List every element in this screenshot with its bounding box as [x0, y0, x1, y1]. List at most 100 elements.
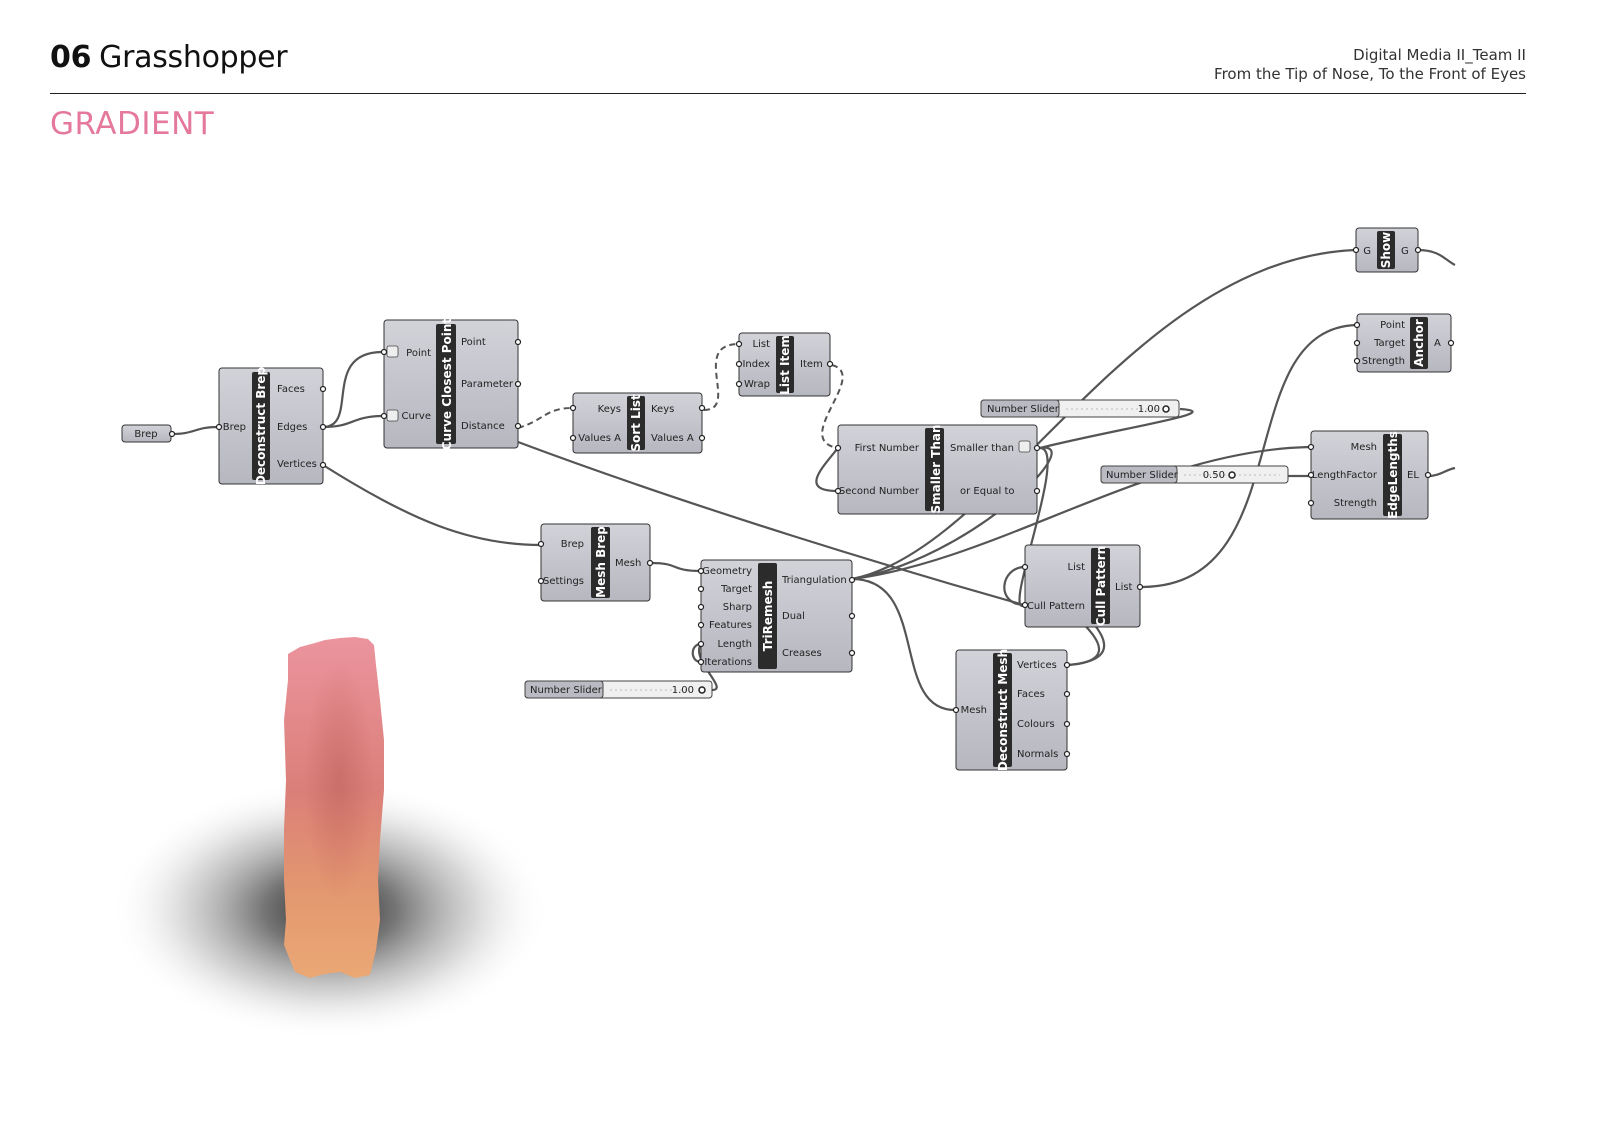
cull-pattern-component[interactable]: Cull Pattern List Cull Pattern List	[1024, 544, 1141, 628]
anchor-output-a: A	[1434, 338, 1441, 349]
wire-decmesh-cull2	[1067, 621, 1101, 667]
smaller-than-component[interactable]: Smaller Than First Number Second Number …	[837, 424, 1038, 515]
sort-list-input-keys: Keys	[598, 404, 621, 415]
anchor-input-strength: Strength	[1362, 356, 1405, 367]
wire-tri-decmesh	[851, 577, 956, 712]
mesh-brep-name: Mesh Brep	[594, 526, 608, 598]
chapter-number: 06	[50, 40, 92, 75]
deconstruct-mesh-input-mesh: Mesh	[961, 705, 987, 716]
wire-vertices-meshbrep	[322, 464, 542, 547]
cull-pattern-name: Cull Pattern	[1094, 546, 1108, 626]
list-item-input-index: Index	[742, 359, 770, 370]
sort-list-output-values: Values A	[651, 433, 694, 444]
cull-pattern-output-list: List	[1115, 582, 1133, 593]
slider-mid-grip	[1228, 471, 1236, 479]
show-component[interactable]: Show G G	[1355, 227, 1419, 273]
sort-list-component[interactable]: Sort List Keys Values A Keys Values A	[572, 392, 703, 454]
edgelengths-input-strength: Strength	[1334, 498, 1377, 509]
ccp-input-point: Point	[406, 348, 431, 359]
show-input-g: G	[1363, 246, 1371, 257]
number-slider-mid[interactable]: Number Slider 0.50	[1100, 465, 1289, 484]
deconstruct-brep-component[interactable]: Deconstruct Brep Brep Faces Edges Vertic…	[218, 367, 324, 486]
wire-distance-keys	[517, 407, 574, 429]
triremesh-input-target: Target	[720, 584, 752, 595]
edgelengths-input-mesh: Mesh	[1351, 442, 1377, 453]
wire-show-out	[1417, 248, 1456, 266]
list-item-output-item: Item	[800, 359, 823, 370]
ccp-output-point: Point	[461, 337, 486, 348]
triremesh-output-triangulation: Triangulation	[781, 575, 847, 586]
wire-el-out	[1427, 466, 1456, 478]
wire-distance-cullpattern	[517, 440, 1025, 607]
deconstruct-mesh-output-faces: Faces	[1017, 689, 1045, 700]
anchor-input-point: Point	[1380, 320, 1405, 331]
anchor-component[interactable]: Anchor Point Target Strength A	[1356, 313, 1452, 373]
deconstruct-mesh-output-vertices: Vertices	[1017, 660, 1057, 671]
list-item-component[interactable]: List Item List Index Wrap Item	[738, 332, 831, 397]
slider-mid-value: 0.50	[1203, 470, 1225, 481]
show-output-g: G	[1401, 246, 1409, 257]
chapter-title: Grasshopper	[99, 40, 288, 75]
show-name: Show	[1379, 232, 1393, 269]
list-item-name: List Item	[778, 335, 792, 395]
curve-closest-point-component[interactable]: Curve Closest Point Point Curve Point Pa…	[383, 318, 519, 451]
slider-top-label: Number Slider	[987, 404, 1060, 415]
edgelengths-output-el: EL	[1407, 470, 1419, 481]
anchor-name: Anchor	[1412, 319, 1426, 367]
smaller-than-input-second: Second Number	[839, 486, 920, 497]
brep-param-label: Brep	[134, 429, 157, 440]
triremesh-input-sharp: Sharp	[723, 602, 752, 613]
triremesh-component[interactable]: TriRemesh Geometry Target Sharp Features…	[700, 559, 853, 673]
smaller-than-input-first: First Number	[855, 443, 920, 454]
deconstruct-brep-input-brep: Brep	[223, 422, 246, 433]
mesh-brep-output-mesh: Mesh	[615, 558, 641, 569]
mesh-brep-component[interactable]: Mesh Brep Brep Settings Mesh	[540, 523, 651, 602]
wire-faces-point	[322, 350, 386, 429]
number-slider-bottom[interactable]: Number Slider 1.00	[524, 680, 713, 699]
wire-keys-list	[703, 343, 740, 411]
wire-cull-anchor	[1140, 323, 1357, 589]
ccp-output-distance: Distance	[461, 421, 505, 432]
smaller-than-name: Smaller Than	[929, 424, 943, 513]
deconstruct-brep-output-edges: Edges	[277, 422, 307, 433]
mesh-render	[110, 637, 550, 1040]
wire-smaller-cull	[1018, 446, 1049, 607]
curve-flag-icon	[386, 409, 399, 422]
wire-list-loop	[1003, 565, 1026, 607]
deconstruct-brep-output-faces: Faces	[277, 384, 305, 395]
course-line-1: Digital Media II_Team II	[1353, 46, 1526, 64]
cull-pattern-input-pattern: Cull Pattern	[1027, 601, 1085, 612]
wire-meshbrep-tri	[650, 561, 702, 573]
smaller-than-output-smaller: Smaller than	[950, 443, 1014, 454]
list-item-input-wrap: Wrap	[744, 379, 770, 390]
sort-list-output-keys: Keys	[651, 404, 674, 415]
wire-slider-first	[1039, 407, 1194, 450]
deconstruct-mesh-component[interactable]: Deconstruct Mesh Mesh Vertices Faces Col…	[955, 649, 1068, 771]
edgelengths-component[interactable]: EdgeLengths Mesh LengthFactor Strength E…	[1310, 430, 1429, 520]
mesh-brep-input-brep: Brep	[561, 539, 584, 550]
triremesh-input-geometry: Geometry	[702, 566, 752, 577]
wire-brep-deconstruct	[171, 425, 219, 436]
point-flag-icon	[386, 345, 399, 358]
course-line-2: From the Tip of Nose, To the Front of Ey…	[1214, 65, 1526, 83]
deconstruct-brep-output-vertices: Vertices	[277, 459, 317, 470]
wire-edges-curve	[322, 414, 386, 429]
triremesh-input-length: Length	[718, 639, 753, 650]
number-slider-top[interactable]: Number Slider 1.00	[980, 399, 1180, 418]
triremesh-output-creases: Creases	[782, 648, 822, 659]
slider-mid-label: Number Slider	[1106, 470, 1179, 481]
deconstruct-mesh-output-colours: Colours	[1017, 719, 1055, 730]
deconstruct-brep-name: Deconstruct Brep	[254, 367, 268, 486]
slider-bottom-grip	[698, 686, 706, 694]
edgelengths-input-lengthfactor: LengthFactor	[1312, 470, 1378, 481]
triremesh-output-dual: Dual	[782, 611, 805, 622]
brep-param[interactable]: Brep	[121, 424, 172, 443]
ccp-input-curve: Curve	[401, 411, 431, 422]
mesh-shading	[284, 637, 384, 978]
triremesh-name: TriRemesh	[761, 581, 775, 652]
dashed-wires	[517, 343, 844, 449]
smaller-than-output-equal: or Equal to	[960, 486, 1015, 497]
